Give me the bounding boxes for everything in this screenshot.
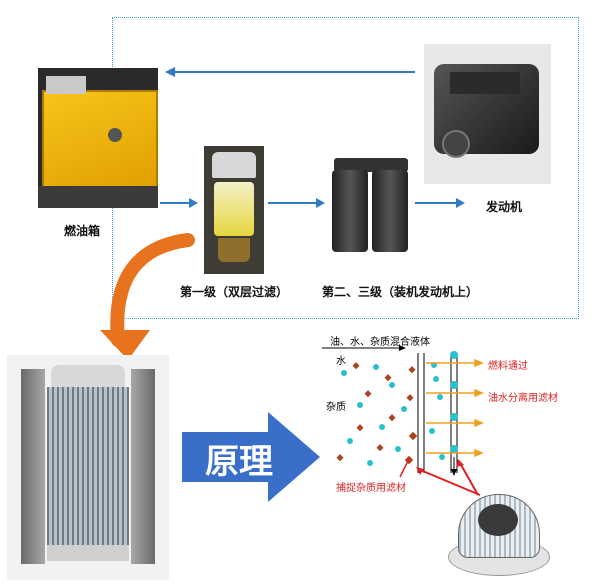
impurity-media-label: 捕捉杂质用滤材 xyxy=(336,483,406,494)
stage1-label: 第一级（双层过滤） xyxy=(180,285,289,299)
engine-image xyxy=(424,44,551,184)
principle-banner-text: 原理 xyxy=(205,442,273,482)
mixture-label: 油、水、杂质混合液体 xyxy=(330,337,430,348)
fuel-pass-label: 燃料通过 xyxy=(488,361,528,372)
principle-arrow xyxy=(182,412,320,502)
fuel-tank-image xyxy=(38,68,158,208)
impurity-label: 杂质 xyxy=(326,402,346,413)
engine-label: 发动机 xyxy=(486,200,523,214)
stage23-label: 第二、三级（装机发动机上） xyxy=(322,285,479,299)
oil-water-media-label: 油水分离用滤材 xyxy=(488,393,558,404)
water-label: 水 xyxy=(336,356,346,367)
filter-element-image xyxy=(7,355,169,580)
principle-diagram xyxy=(322,345,484,496)
stage1-filter-image xyxy=(204,146,264,274)
stage23-filters-image xyxy=(328,158,413,254)
filter-media-cutaway-image xyxy=(444,486,554,578)
fuel-tank-label: 燃油箱 xyxy=(64,224,101,238)
